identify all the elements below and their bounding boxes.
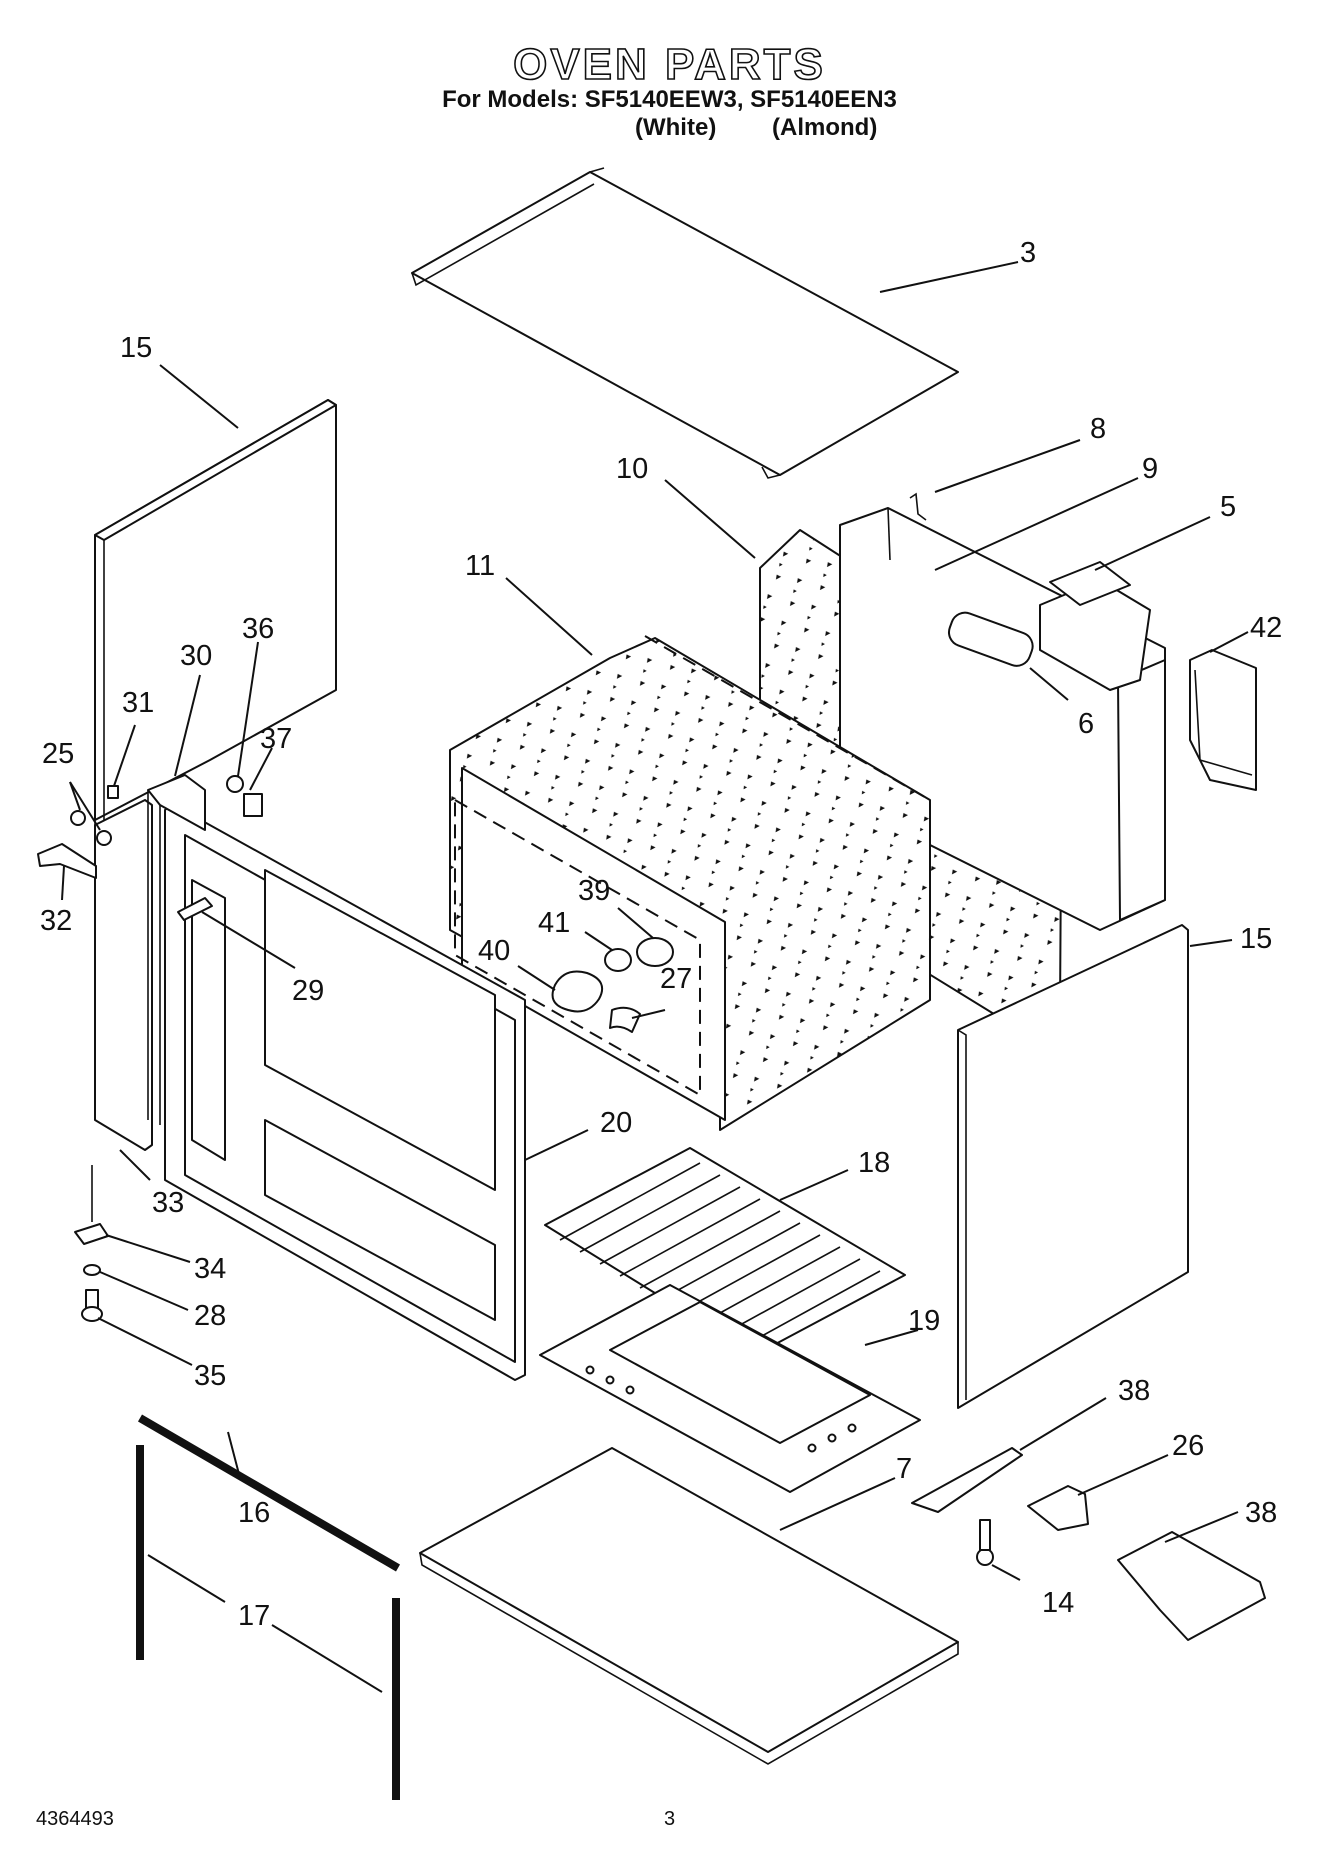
side-channel xyxy=(147,774,206,1125)
mounting-bracket xyxy=(1189,649,1257,791)
top-panel xyxy=(411,167,959,479)
oven-cavity-insulation xyxy=(449,635,931,1131)
callout-26: 26 xyxy=(1172,1430,1204,1462)
callout-29: 29 xyxy=(292,975,324,1007)
callout-7: 7 xyxy=(896,1453,912,1485)
callout-15-right: 15 xyxy=(1240,923,1272,955)
callout-11: 11 xyxy=(465,550,495,582)
callout-37: 37 xyxy=(260,723,292,755)
callout-32: 32 xyxy=(40,905,72,937)
leveling-hardware xyxy=(74,1165,109,1322)
callout-30: 30 xyxy=(180,640,212,672)
wire-clip xyxy=(909,492,927,521)
oven-front-frame xyxy=(164,803,526,1381)
callout-10: 10 xyxy=(616,453,648,485)
callout-15-left: 15 xyxy=(120,332,152,364)
callout-33: 33 xyxy=(152,1187,184,1219)
models-line: For Models: SF5140EEW3, SF5140EEN3 xyxy=(442,86,897,113)
anti-tip-brackets xyxy=(911,1447,1266,1641)
callout-20: 20 xyxy=(600,1107,632,1139)
callout-16: 16 xyxy=(238,1497,270,1529)
kick-strips xyxy=(136,1414,401,1800)
page-title: OVEN PARTS xyxy=(512,39,826,90)
callout-5: 5 xyxy=(1220,491,1236,523)
callout-38-upper: 38 xyxy=(1118,1375,1150,1407)
callout-9: 9 xyxy=(1142,453,1158,485)
doc-number: 4364493 xyxy=(36,1808,114,1830)
callout-28: 28 xyxy=(194,1300,226,1332)
callout-6: 6 xyxy=(1078,708,1094,740)
callout-31: 31 xyxy=(122,687,154,719)
variant-white: (White) xyxy=(635,114,717,141)
page-number: 3 xyxy=(664,1808,676,1830)
callout-38-lower: 38 xyxy=(1245,1497,1277,1529)
callout-35: 35 xyxy=(194,1360,226,1392)
callout-14: 14 xyxy=(1042,1587,1074,1619)
leader-lines xyxy=(61,261,1249,1693)
vent-gasket xyxy=(948,611,1034,667)
light-assembly xyxy=(551,937,674,1033)
small-hardware xyxy=(37,775,263,921)
callout-41: 41 xyxy=(538,907,570,939)
callout-34: 34 xyxy=(194,1253,226,1285)
right-side-panel xyxy=(957,924,1189,1409)
callout-3: 3 xyxy=(1020,237,1036,269)
callout-17: 17 xyxy=(238,1600,270,1632)
bottom-panel xyxy=(419,1447,959,1765)
vent-duct xyxy=(1039,561,1151,691)
callout-42: 42 xyxy=(1250,612,1282,644)
callout-18: 18 xyxy=(858,1147,890,1179)
oven-rack xyxy=(544,1147,906,1356)
callout-8: 8 xyxy=(1090,413,1106,445)
callout-19: 19 xyxy=(908,1305,940,1337)
callout-25: 25 xyxy=(42,738,74,770)
callout-27: 27 xyxy=(660,963,692,995)
control-trim xyxy=(94,799,153,1151)
callout-labels: 3 15 8 9 10 5 11 42 36 30 37 31 25 6 39 … xyxy=(40,237,1282,1632)
callout-39: 39 xyxy=(578,875,610,907)
variant-almond: (Almond) xyxy=(772,114,878,141)
broiler-pan xyxy=(539,1284,921,1493)
callout-36: 36 xyxy=(242,613,274,645)
callout-40: 40 xyxy=(478,935,510,967)
